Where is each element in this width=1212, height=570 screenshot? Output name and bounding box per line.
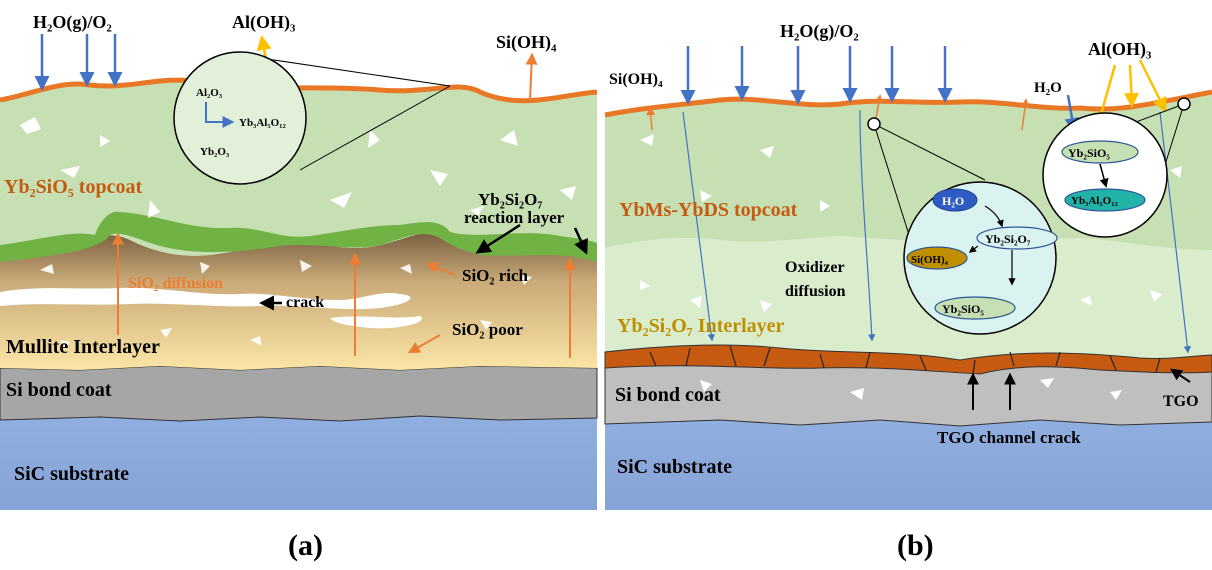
- inset-anchor-b1: [867, 117, 881, 131]
- inset-ybms-ellipse-small: [1061, 140, 1139, 164]
- inset-al2o3-label: Al₂O₃: [196, 87, 223, 99]
- mullite-particles-a: [40, 260, 532, 350]
- inset-anchor-b2: [1177, 97, 1191, 111]
- inset-h2o-label: H₂O: [942, 194, 964, 208]
- tgo-label: TGO: [1163, 393, 1199, 410]
- inset-yag-ellipse: [1064, 188, 1146, 212]
- h2o-label-b: H₂O: [1034, 80, 1062, 96]
- panel-a: [0, 0, 598, 510]
- si-bond-coat-layer-b: [604, 361, 1212, 427]
- panel-b: [604, 0, 1212, 510]
- inset-sioh-label: Si(OH)₄: [911, 254, 949, 266]
- sic-substrate-layer-b: [605, 420, 1212, 510]
- oxidizer-label-1: Oxidizer: [785, 259, 845, 276]
- oxidizer-label-2: diffusion: [785, 283, 846, 300]
- inset-ybms-label: Yb₂SiO₅: [942, 302, 984, 316]
- crack-fragment-a: [330, 316, 422, 329]
- inset-circle-a: [173, 51, 307, 185]
- bondcoat-label-a: Si bond coat: [6, 379, 112, 401]
- reaction-layer-label-1: Yb₂Si₂O₇: [478, 190, 542, 209]
- sioh-label-a: Si(OH)₄: [496, 32, 557, 53]
- sic-substrate-layer-a: [0, 415, 597, 510]
- crack-band-a: [0, 287, 411, 310]
- tgo-arrows: [967, 368, 1191, 410]
- inset-ybds-label: Yb₂Si₂O₇: [985, 232, 1031, 246]
- substrate-label-a: SiC substrate: [14, 463, 129, 485]
- sio2-rich-label: SiO₂ rich: [462, 266, 529, 285]
- sioh-arrow-a: [525, 52, 538, 101]
- inset-h2o-ellipse: [932, 188, 978, 212]
- gas-label-b: H₂O(g)/O₂: [780, 21, 859, 42]
- yb2si2o7-interlayer-b: [605, 236, 1212, 362]
- inset-yag-label-a: Yb₃Al₅O₁₂: [239, 117, 287, 129]
- topcoat-label-a: Yb₂SiO₅ topcoat: [4, 176, 142, 198]
- inset-circle-large-b: [903, 181, 1057, 335]
- sio2-poor-label: SiO₂ poor: [452, 320, 523, 339]
- topcoat-label-b: YbMs-YbDS topcoat: [619, 199, 798, 221]
- crack-label: crack: [286, 294, 324, 311]
- tgo-crack-label: TGO channel crack: [937, 428, 1081, 447]
- reaction-layer-arrows: [259, 223, 588, 311]
- inset-small-yag: Yb₃Al₅O₁₂: [1071, 195, 1119, 207]
- inset-large-arrows: [968, 205, 1016, 286]
- topcoat-particles-b: [640, 134, 1182, 400]
- sioh-arrows-b: [646, 94, 1030, 131]
- inset-ybms-ellipse-large: [934, 296, 1016, 320]
- surface-oxide-b: [604, 89, 1212, 118]
- sioh-label-b: Si(OH)₄: [609, 71, 663, 88]
- interlayer-label-b: Yb₂Si₂O₇ Interlayer: [617, 315, 785, 337]
- inset-pointer-top-a: [239, 54, 451, 87]
- inset-circle-small-b: [1042, 112, 1168, 238]
- caption-b: (b): [897, 529, 934, 562]
- inset-ybds-ellipse: [976, 226, 1058, 250]
- oxidant-arrows-a: [34, 34, 123, 91]
- inset-small-arrow: [1099, 163, 1109, 188]
- aloh-label-b: Al(OH)₃: [1088, 39, 1152, 60]
- inset-pointer-bottom-a: [299, 85, 451, 171]
- inset-reaction-arrow-a: [205, 102, 235, 128]
- mullite-label: Mullite Interlayer: [6, 336, 160, 358]
- yb2si2o7-reaction-layer: [0, 211, 597, 262]
- inset-small-ybms: Yb₂SiO₅: [1068, 146, 1110, 160]
- oxidant-arrows-b: [680, 46, 1080, 133]
- inset-sioh-ellipse: [906, 246, 968, 270]
- sio2-diffusion-arrows: [112, 232, 576, 358]
- aloh-label-a: Al(OH)₃: [232, 12, 296, 33]
- gas-label-a: H₂O(g)/O₂: [33, 12, 112, 33]
- bondcoat-label-b: Si bond coat: [615, 384, 721, 406]
- sio2-diffusion-label: SiO₂ diffusion: [128, 275, 223, 292]
- oxidizer-diffusion-paths: [682, 109, 1191, 354]
- tgo-cracks: [649, 345, 1161, 375]
- reaction-layer-label-2: reaction layer: [464, 208, 565, 227]
- substrate-label-b: SiC substrate: [617, 456, 732, 478]
- inset-yb2o3-label: Yb₂O₃: [200, 146, 230, 158]
- tgo-layer: [604, 344, 1212, 375]
- caption-a: (a): [288, 529, 323, 562]
